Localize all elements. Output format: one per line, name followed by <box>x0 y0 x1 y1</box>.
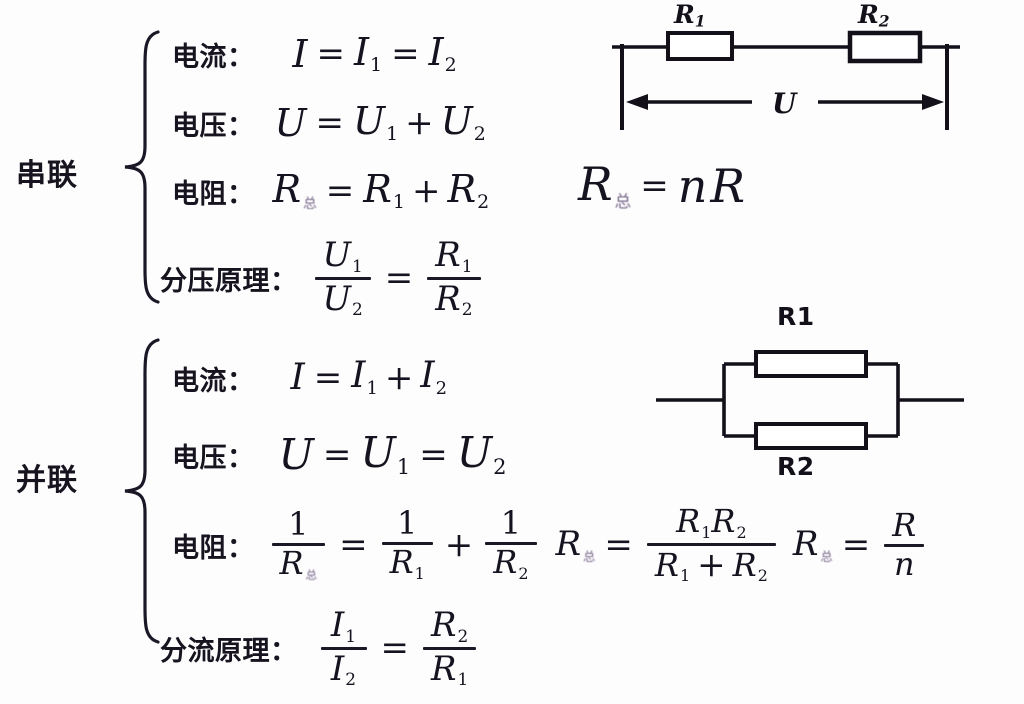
formula-parallel-current: I = I1 + I2 <box>290 355 448 399</box>
series-resistor2-label: R2 <box>858 0 890 31</box>
row-parallel-current: 电流： I = I1 + I2 <box>172 352 447 404</box>
formula-parallel-voltage: U = U1 = U2 <box>278 427 507 480</box>
row-label-parallel-resistance: 电阻： <box>172 532 255 564</box>
fraction-i1-i2: I1 I2 <box>320 606 367 690</box>
section-label-series: 串联 <box>16 158 78 193</box>
fraction-r1-r2: R1 R2 <box>427 236 481 320</box>
series-voltage-label: U <box>772 87 797 120</box>
row-label-series-divider: 分压原理： <box>160 265 298 297</box>
row-parallel-voltage: 电压： U = U1 = U2 <box>172 428 506 482</box>
row-label-series-current: 电流： <box>172 41 255 73</box>
fraction-r2-r1: R2 R1 <box>423 606 477 690</box>
series-resistor1-label: R1 <box>674 0 706 31</box>
fraction-product-over-sum: R1R2 R1+R2 <box>646 504 776 586</box>
parallel-brace <box>118 336 164 646</box>
formula-parallel-divider: I1 I2 = R2 R1 <box>316 606 482 690</box>
parallel-circuit-diagram: R1 R2 <box>652 302 970 481</box>
row-series-voltage: 电压： U = U1 + U2 <box>172 97 486 149</box>
row-label-series-voltage: 电压： <box>172 110 255 142</box>
row-label-parallel-current: 电流： <box>172 365 255 397</box>
row-series-divider: 分压原理： U1 U2 = R1 R2 <box>160 228 486 328</box>
section-label-parallel: 并联 <box>16 463 78 498</box>
row-label-parallel-divider: 分流原理： <box>160 635 298 667</box>
series-circuit-diagram: R1 R2 U <box>600 0 970 137</box>
formula-series-divider: U1 U2 = R1 R2 <box>310 236 486 320</box>
row-label-series-resistance: 电阻： <box>172 178 255 210</box>
fraction-u1-u2: U1 U2 <box>314 236 371 320</box>
fraction-one-over-r2: 1 R2 <box>485 506 537 583</box>
fraction-r-over-n: R n <box>884 508 925 583</box>
row-label-parallel-voltage: 电压： <box>172 442 255 474</box>
fraction-one-over-r1: 1 R1 <box>381 506 433 583</box>
series-brace <box>118 28 164 306</box>
row-parallel-divider: 分流原理： I1 I2 = R2 R1 <box>160 598 481 698</box>
parallel-resistor1-label: R1 <box>777 302 815 331</box>
formula-series-voltage: U = U1 + U2 <box>274 98 486 146</box>
formula-series-current: I = I1 = I2 <box>292 29 457 77</box>
row-series-current: 电流： I = I1 = I2 <box>172 28 457 80</box>
parallel-resistor2-label: R2 <box>777 452 815 481</box>
